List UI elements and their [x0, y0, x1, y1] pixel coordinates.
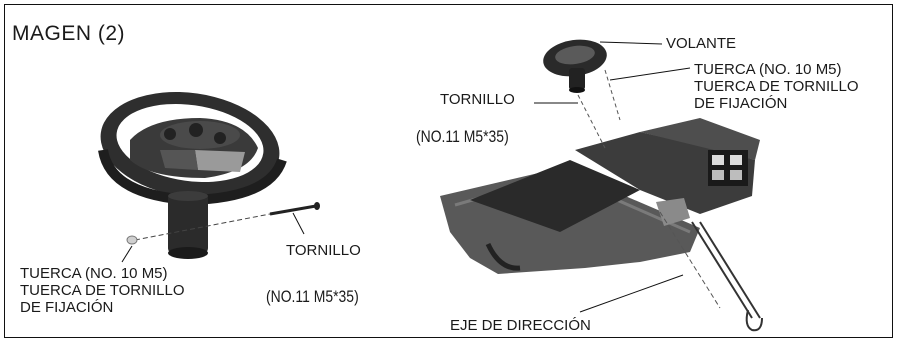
tuerca-line-1: TUERCA (NO. 10 M5)	[20, 265, 168, 282]
label-spec-right: (NO.11 M5*35)	[416, 127, 509, 146]
guide-lines-right	[534, 41, 721, 313]
tuerca-right-line-1: TUERCA (NO. 10 M5)	[694, 61, 842, 78]
label-tuerca-left: TUERCA (NO. 10 M5) TUERCA DE TORNILLO DE…	[20, 265, 185, 316]
steering-shaft	[691, 221, 763, 332]
car-body-right	[440, 118, 760, 274]
figure-title: MAGEN (2)	[12, 22, 126, 45]
tuerca-line-3: DE FIJACIÓN	[20, 299, 114, 316]
tuerca-line-2: TUERCA DE TORNILLO	[20, 282, 185, 299]
label-spec-left: (NO.11 M5*35)	[266, 287, 359, 306]
steering-wheel-left	[98, 92, 287, 259]
label-tornillo-right: TORNILLO	[440, 91, 515, 108]
label-volante: VOLANTE	[666, 35, 737, 52]
label-tornillo-left: TORNILLO	[286, 242, 361, 259]
figure-frame	[4, 4, 893, 338]
tuerca-right-line-3: DE FIJACIÓN	[694, 95, 788, 112]
label-eje-direccion: EJE DE DIRECCIÓN	[450, 317, 591, 334]
label-tuerca-right: TUERCA (NO. 10 M5) TUERCA DE TORNILLO DE…	[694, 61, 859, 112]
bolt-left	[121, 202, 320, 263]
steering-wheel-right	[543, 39, 607, 93]
tuerca-right-line-2: TUERCA DE TORNILLO	[694, 78, 859, 95]
